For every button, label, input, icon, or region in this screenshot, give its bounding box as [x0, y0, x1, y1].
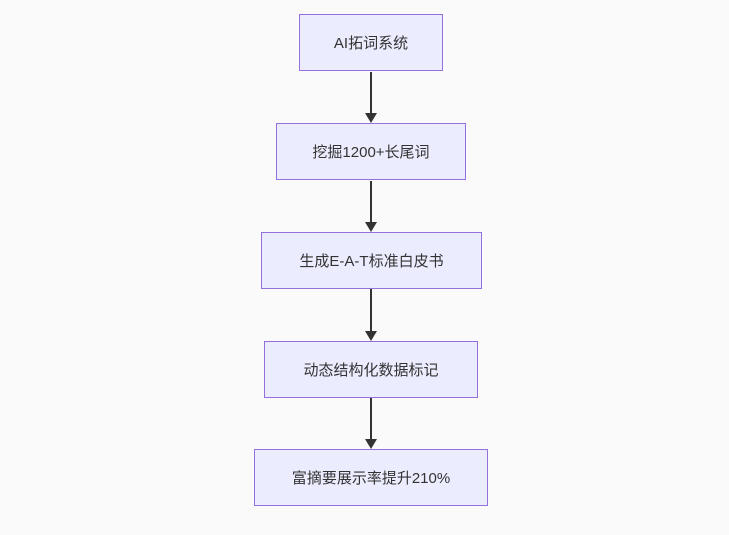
- node-label: 富摘要展示率提升210%: [291, 470, 451, 487]
- edge-line: [370, 398, 372, 439]
- edge-arrow: [365, 181, 377, 232]
- flowchart-node-rich-snippet-result: 富摘要展示率提升210%: [254, 449, 488, 506]
- edge-line: [370, 289, 372, 331]
- flowchart-node-longtail-keywords: 挖掘1200+长尾词: [276, 123, 466, 180]
- arrowhead-down-icon: [365, 439, 377, 449]
- edge-arrow: [365, 289, 377, 341]
- edge-line: [370, 72, 372, 113]
- node-label: 挖掘1200+长尾词: [312, 144, 430, 161]
- arrowhead-down-icon: [365, 222, 377, 232]
- arrowhead-down-icon: [365, 113, 377, 123]
- flowchart-node-structured-data: 动态结构化数据标记: [264, 341, 478, 398]
- node-label: 生成E-A-T标准白皮书: [299, 253, 444, 270]
- arrowhead-down-icon: [365, 331, 377, 341]
- edge-arrow: [365, 398, 377, 449]
- node-label: 动态结构化数据标记: [303, 362, 439, 379]
- edge-line: [370, 181, 372, 222]
- flowchart-node-eat-whitepaper: 生成E-A-T标准白皮书: [261, 232, 482, 289]
- flowchart-node-ai-system: AI拓词系统: [299, 14, 443, 71]
- node-label: AI拓词系统: [333, 35, 409, 52]
- edge-arrow: [365, 72, 377, 123]
